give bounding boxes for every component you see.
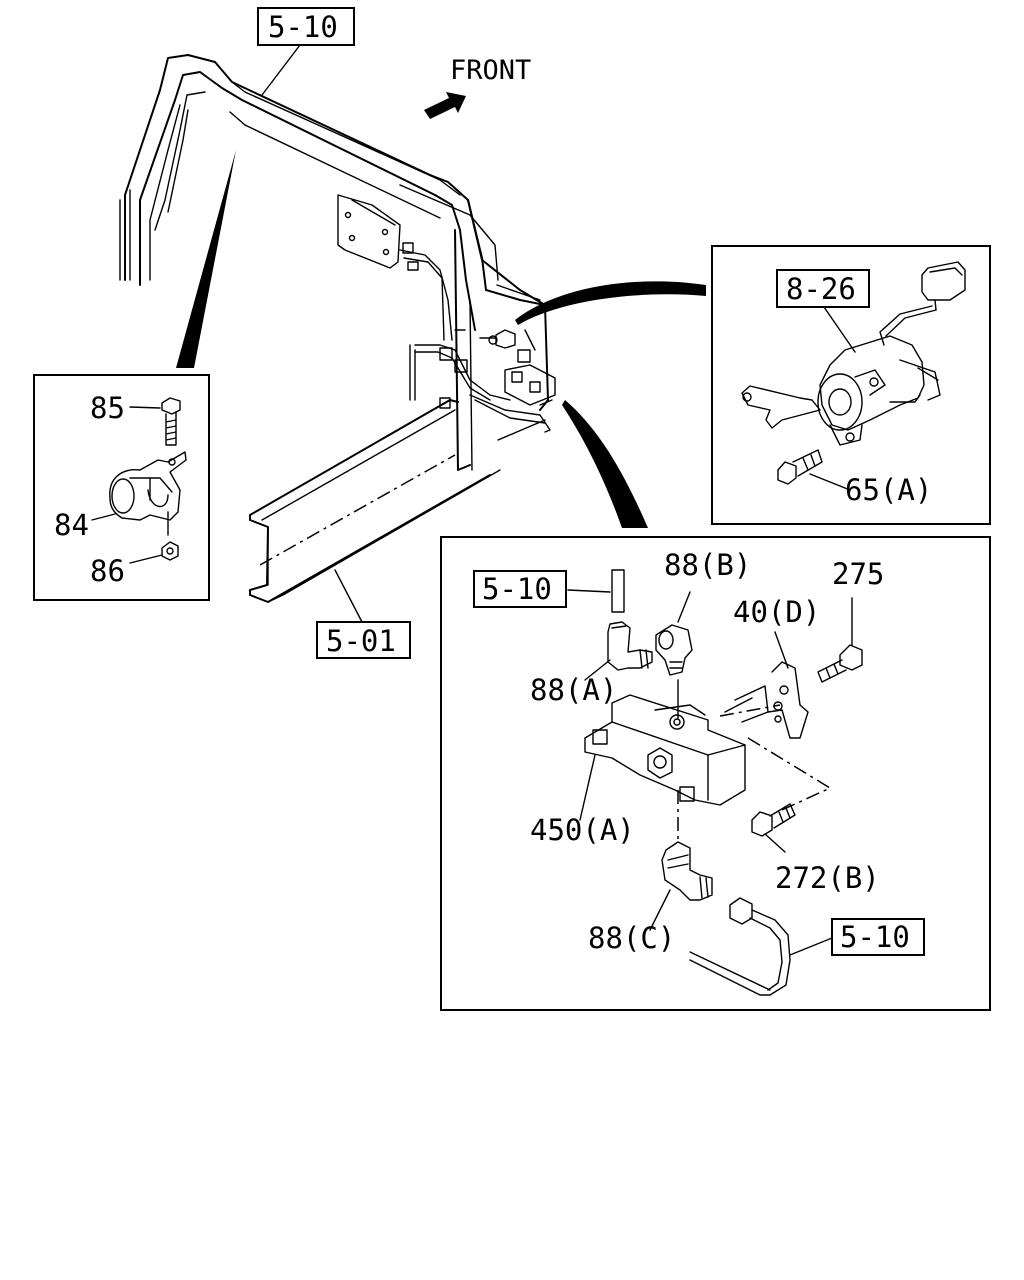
front-arrow-icon bbox=[424, 92, 466, 119]
label-275: 275 bbox=[832, 557, 884, 591]
label-88a: 88(A) bbox=[530, 673, 617, 707]
label-88c: 88(C) bbox=[588, 921, 675, 955]
ref-box-frame-rail bbox=[316, 621, 411, 659]
ref-box-line-bottom bbox=[831, 918, 925, 956]
ref-frame-rail: 5-01 bbox=[326, 624, 396, 658]
ref-box-line-top bbox=[473, 570, 567, 608]
label-450a: 450(A) bbox=[530, 813, 635, 847]
detail-solenoid bbox=[711, 245, 991, 525]
ref-solenoid: 8-26 bbox=[786, 272, 856, 306]
label-88b: 88(B) bbox=[664, 548, 751, 582]
ref-frame-top: 5-10 bbox=[268, 10, 338, 44]
detail-pointer-left bbox=[176, 150, 236, 368]
label-85: 85 bbox=[90, 391, 125, 425]
label-40d: 40(D) bbox=[733, 595, 820, 629]
detail-clamp bbox=[33, 374, 210, 601]
front-label: FRONT bbox=[450, 55, 531, 86]
ref-box-solenoid bbox=[776, 269, 870, 308]
ref-box-frame-top bbox=[257, 7, 355, 46]
detail-pointer-solenoid bbox=[515, 281, 706, 325]
ref-line-bottom: 5-10 bbox=[840, 920, 910, 954]
label-84: 84 bbox=[54, 508, 89, 542]
label-272b: 272(B) bbox=[775, 861, 880, 895]
frame-rail bbox=[249, 399, 553, 603]
ref-line-top: 5-10 bbox=[482, 572, 552, 606]
frame-assembly bbox=[119, 54, 556, 471]
label-86: 86 bbox=[90, 554, 125, 588]
label-65a: 65(A) bbox=[845, 473, 932, 507]
detail-pointer-block bbox=[562, 400, 648, 528]
detail-distribution-block bbox=[440, 536, 991, 1011]
